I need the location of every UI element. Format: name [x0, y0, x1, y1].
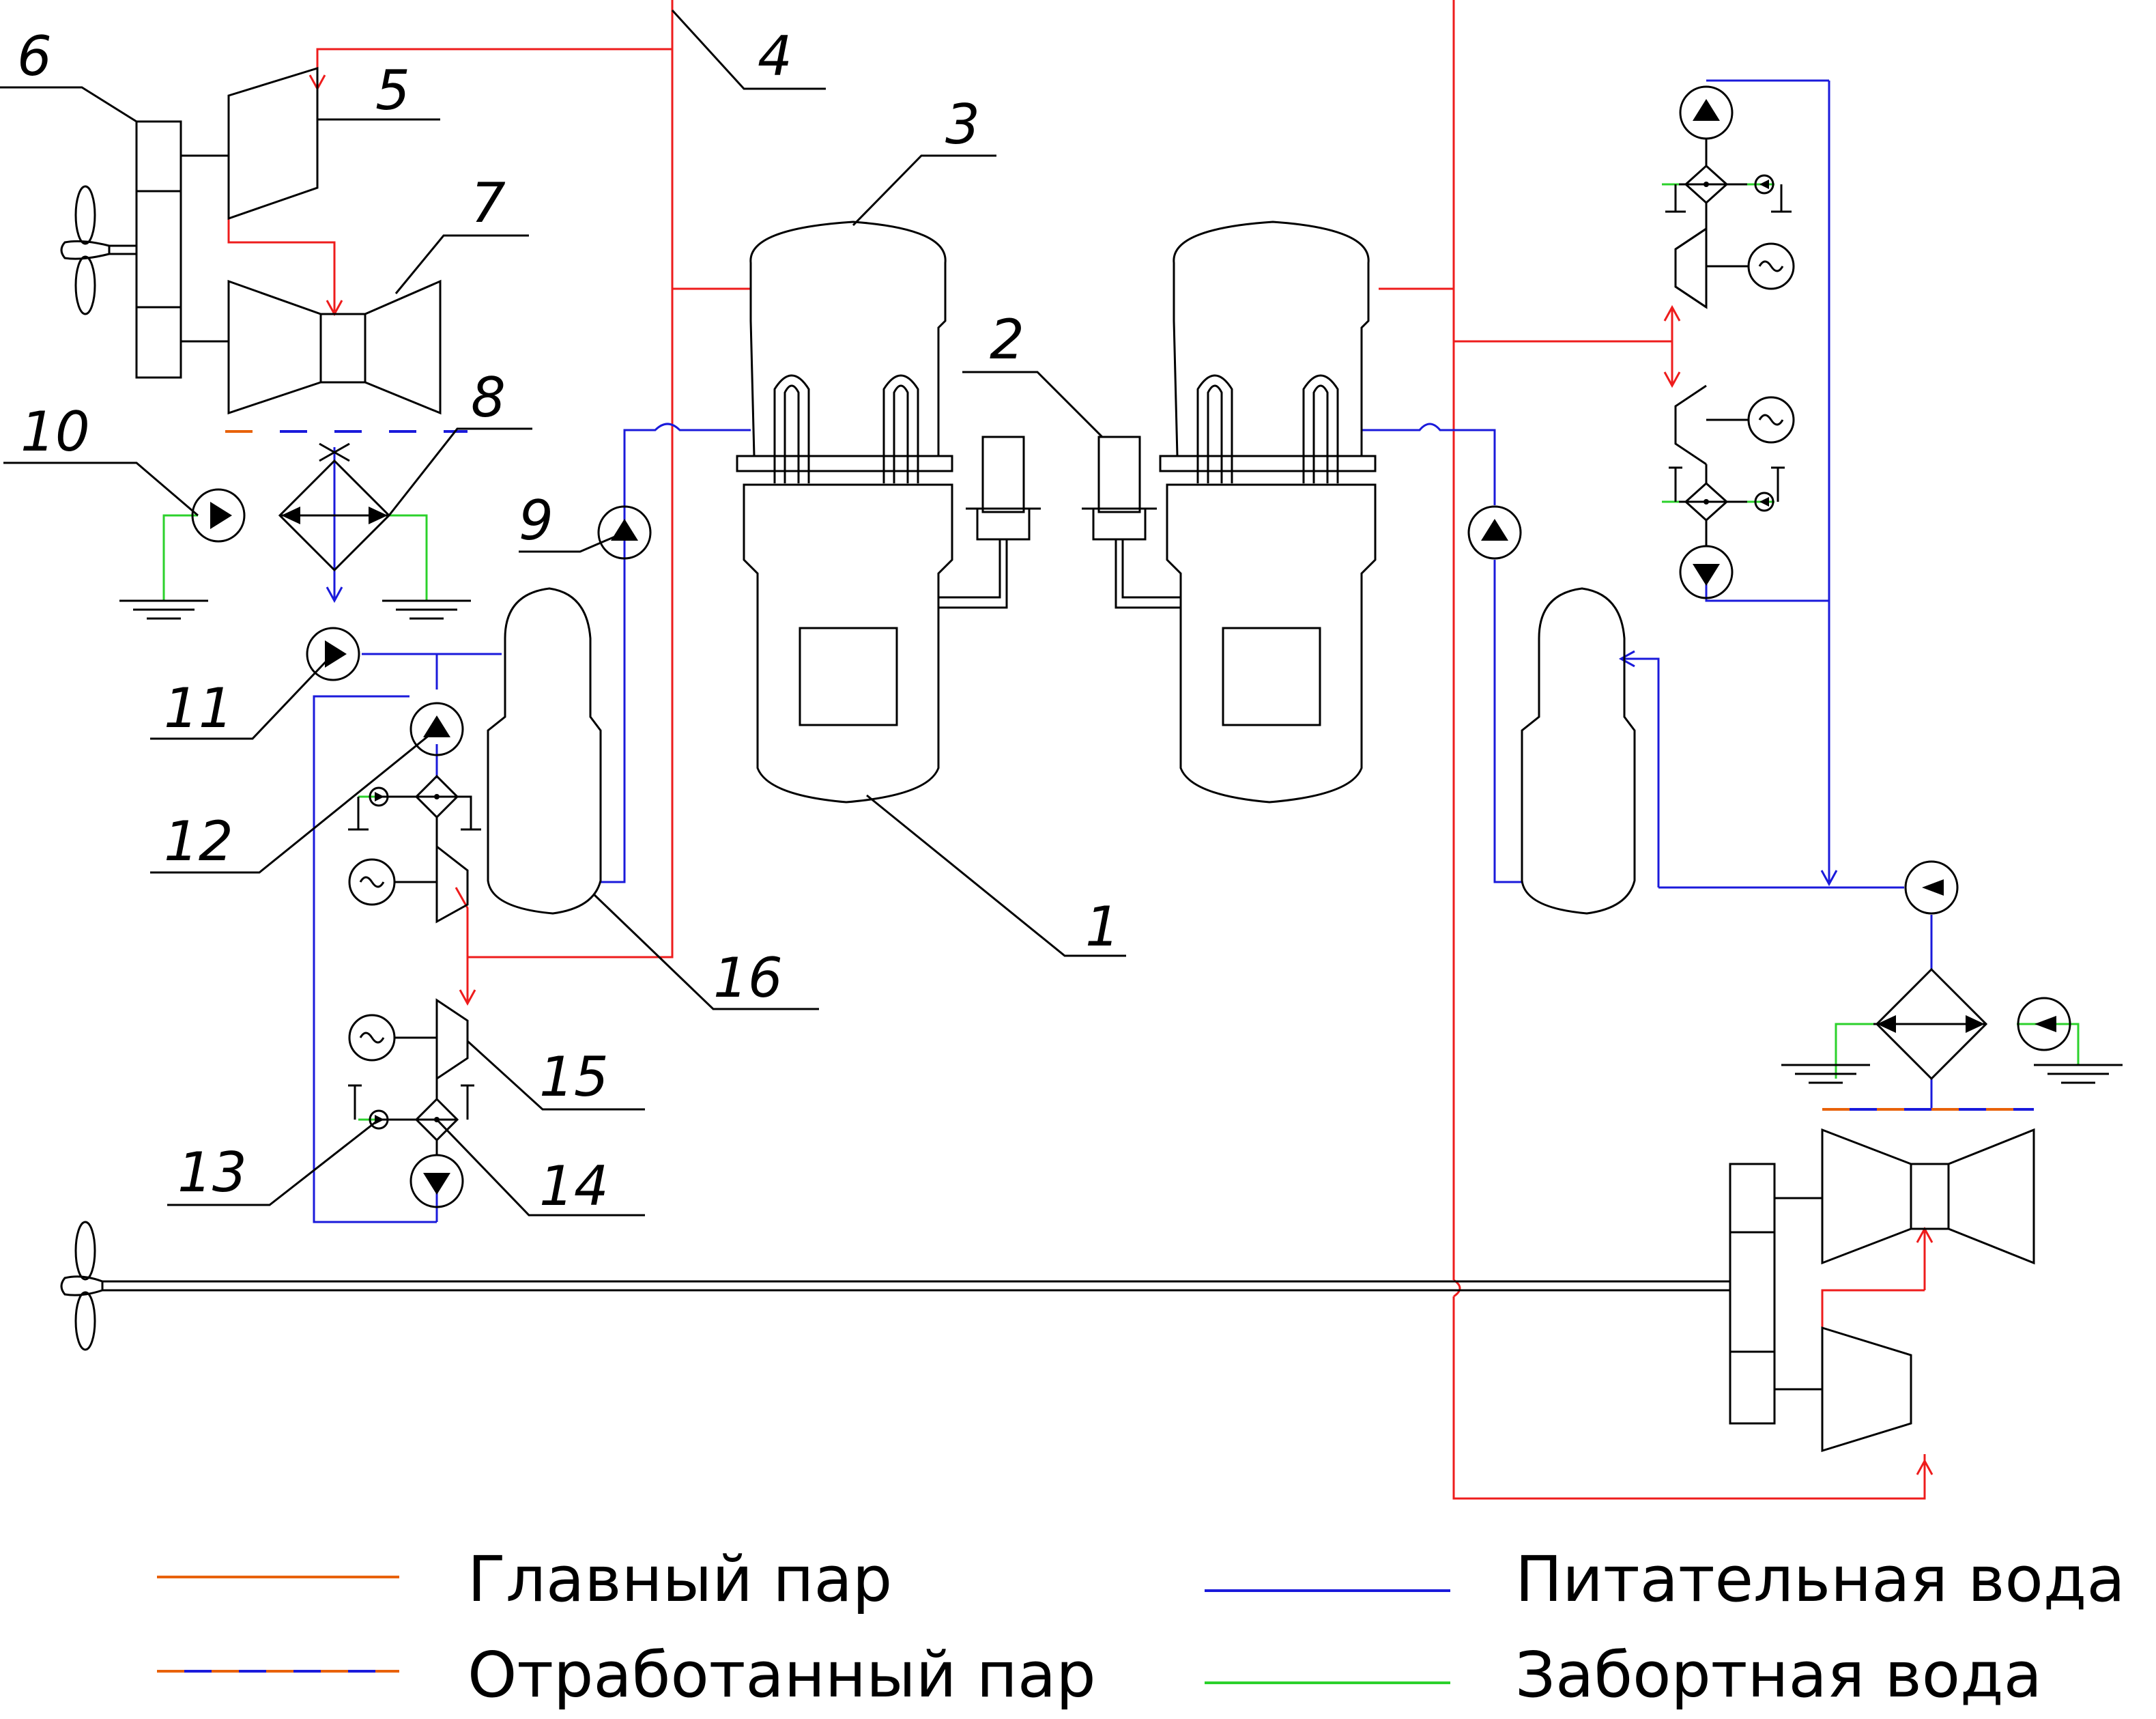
legend-item-sea-water: Забортная вода: [1205, 1638, 2042, 1711]
label-11: 11: [164, 677, 233, 740]
circulation-pump-right: [1082, 436, 1157, 541]
reactor-right: [1115, 221, 1377, 804]
label-10: 10: [20, 400, 90, 464]
propeller-shaft: [102, 1280, 1730, 1292]
deaerator-left: [487, 587, 602, 915]
propeller-icon: [60, 185, 111, 315]
label-3: 3: [945, 93, 980, 156]
exhaust-steam-lines: [225, 430, 2034, 1111]
gearbox-right: [1729, 1163, 1822, 1425]
aux-chain-right: [1665, 85, 1795, 599]
label-2: 2: [990, 308, 1024, 371]
hp-turbine-left: [227, 66, 319, 221]
deaerator-right: [1521, 587, 1636, 915]
label-13: 13: [177, 1141, 247, 1204]
heat-exchanger-icon: [278, 442, 391, 572]
label-4: 4: [758, 25, 792, 88]
circulation-pump-left: [966, 436, 1041, 541]
ground-icon: [119, 599, 2123, 1084]
aux-turbine-lower-left: [348, 998, 469, 1081]
label-1: 1: [1085, 895, 1120, 958]
number-labels: 1 2 3 4 5 6 7 8 9 10 11 12 13 14 15 16: [17, 25, 1120, 1218]
legend: Главный пар Отработанный пар Питательная…: [157, 1543, 2125, 1711]
feed-water-lines: [313, 79, 1933, 1223]
gearbox-left: [109, 120, 229, 379]
lp-turbine-left: [227, 279, 442, 415]
feed-pump-right: [1467, 505, 1522, 560]
legend-label-exhaust-steam: Отработанный пар: [468, 1638, 1096, 1711]
aux-turbine-upper-left: [348, 844, 469, 924]
reactor-left: [736, 221, 1008, 804]
lp-turbine-right: [1821, 1128, 2035, 1265]
legend-label-feed-water: Питательная вода: [1515, 1543, 2125, 1616]
label-15: 15: [539, 1045, 609, 1109]
legend-item-feed-water: Питательная вода: [1205, 1543, 2125, 1616]
label-5: 5: [375, 59, 410, 122]
hp-turbine-right: [1821, 1326, 1912, 1453]
label-14: 14: [539, 1154, 609, 1218]
legend-label-main-steam: Главный пар: [468, 1543, 892, 1616]
sea-water-lines: [162, 183, 2080, 1121]
aux-condenser-lower-left: [348, 1079, 474, 1155]
label-6: 6: [17, 25, 52, 88]
label-12: 12: [164, 810, 233, 873]
legend-item-exhaust-steam: Отработанный пар: [157, 1638, 1096, 1711]
label-7: 7: [471, 171, 506, 235]
live-steam-lines: [227, 0, 1934, 1500]
label-9: 9: [519, 489, 554, 552]
label-8: 8: [471, 366, 506, 429]
aux-condenser-upper-left: [348, 774, 481, 847]
main-condenser-right: [1873, 860, 2071, 1081]
legend-label-sea-water: Забортная вода: [1515, 1638, 2042, 1711]
legend-item-main-steam: Главный пар: [157, 1543, 892, 1616]
leader-lines: [0, 9, 1126, 1217]
label-16: 16: [713, 946, 783, 1010]
propeller-right-icon: [60, 1221, 104, 1351]
